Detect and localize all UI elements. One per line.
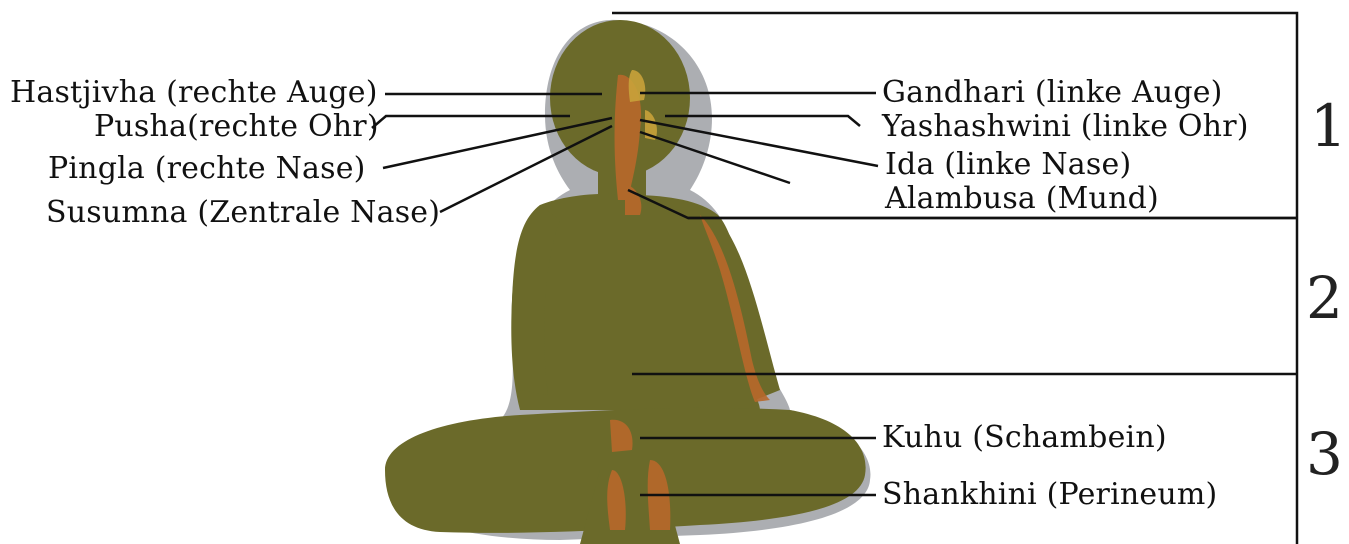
label-pingla: Pingla (rechte Nase) [48, 152, 366, 186]
label-ida: Ida (linke Nase) [885, 148, 1131, 182]
line-pusha [372, 116, 570, 128]
label-gandhari: Gandhari (linke Auge) [882, 76, 1223, 110]
section-number-3: 3 [1306, 424, 1343, 484]
label-alambusa: Alambusa (Mund) [885, 182, 1159, 216]
section-number-1: 1 [1310, 96, 1347, 156]
section-number-2: 2 [1306, 268, 1343, 328]
label-shankhini: Shankhini (Perineum) [882, 478, 1217, 512]
label-pusha: Pusha(rechte Ohr) [94, 110, 379, 144]
label-hastjivha: Hastjivha (rechte Auge) [10, 76, 378, 110]
label-kuhu: Kuhu (Schambein) [882, 421, 1167, 455]
label-susumna: Susumna (Zentrale Nase) [46, 196, 440, 230]
label-yashashwini: Yashashwini (linke Ohr) [882, 110, 1249, 144]
